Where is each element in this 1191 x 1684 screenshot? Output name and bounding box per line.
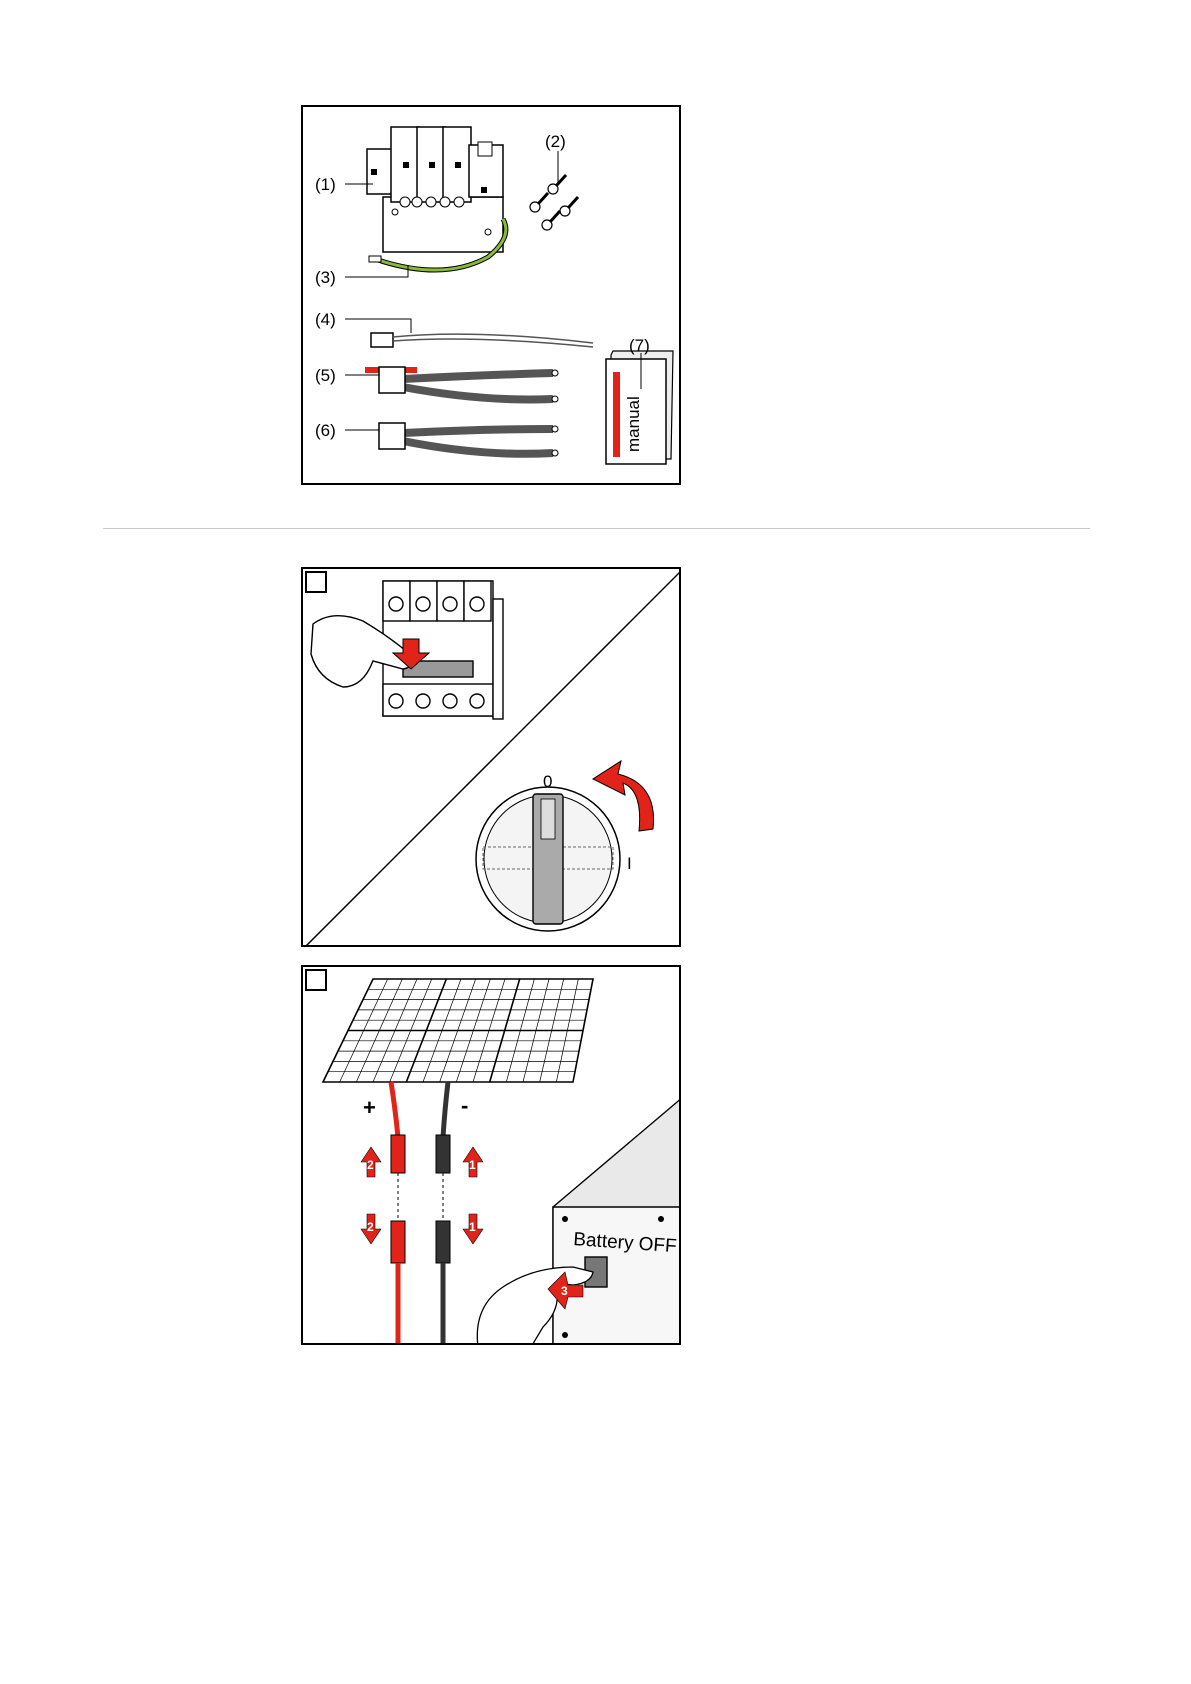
- badge-3: 3: [561, 1284, 568, 1298]
- battery-device: [553, 1097, 681, 1345]
- dc-cable-black: [379, 423, 558, 456]
- polarity-plus: +: [363, 1095, 376, 1120]
- section-divider: [103, 528, 1090, 529]
- badge-2-top: 2: [367, 1158, 374, 1172]
- signal-cable: [371, 333, 593, 347]
- polarity-minus: -: [461, 1093, 468, 1118]
- rotary-switch-icon: [476, 787, 620, 931]
- label-item-2: (2): [545, 132, 566, 151]
- dc-cable-red: [365, 367, 558, 402]
- switch-position-off: 0: [543, 772, 552, 791]
- red-pv-cable: [391, 1082, 405, 1345]
- badge-1-bottom: 1: [469, 1220, 476, 1234]
- surge-protection-device: [367, 127, 503, 252]
- step-1-figure: 0 I: [301, 567, 681, 947]
- manual-text: manual: [624, 396, 643, 452]
- badge-1-top: 1: [469, 1158, 476, 1172]
- label-item-1: (1): [315, 175, 336, 194]
- step-1-drawing: 0 I: [303, 569, 681, 947]
- scope-of-delivery-drawing: manual (1) (2) (3) (4) (5) (6) (7): [303, 107, 681, 485]
- badge-2-bottom: 2: [367, 1220, 374, 1234]
- label-item-7: (7): [629, 336, 650, 355]
- screws: [530, 175, 578, 230]
- step-checkbox-1: [305, 571, 327, 593]
- label-item-5: (5): [315, 366, 336, 385]
- label-item-6: (6): [315, 421, 336, 440]
- step-2-figure: + - 2 1 2 1: [301, 965, 681, 1345]
- step-2-drawing: + - 2 1 2 1: [303, 967, 681, 1345]
- switch-position-on: I: [627, 854, 632, 873]
- solar-panel-icon: [323, 979, 593, 1082]
- scope-of-delivery-figure: manual (1) (2) (3) (4) (5) (6) (7): [301, 105, 681, 485]
- label-item-3: (3): [315, 268, 336, 287]
- manual-booklet: manual: [606, 351, 673, 464]
- label-item-4: (4): [315, 310, 336, 329]
- black-pv-cable: [436, 1082, 450, 1345]
- step-checkbox-2: [305, 969, 327, 991]
